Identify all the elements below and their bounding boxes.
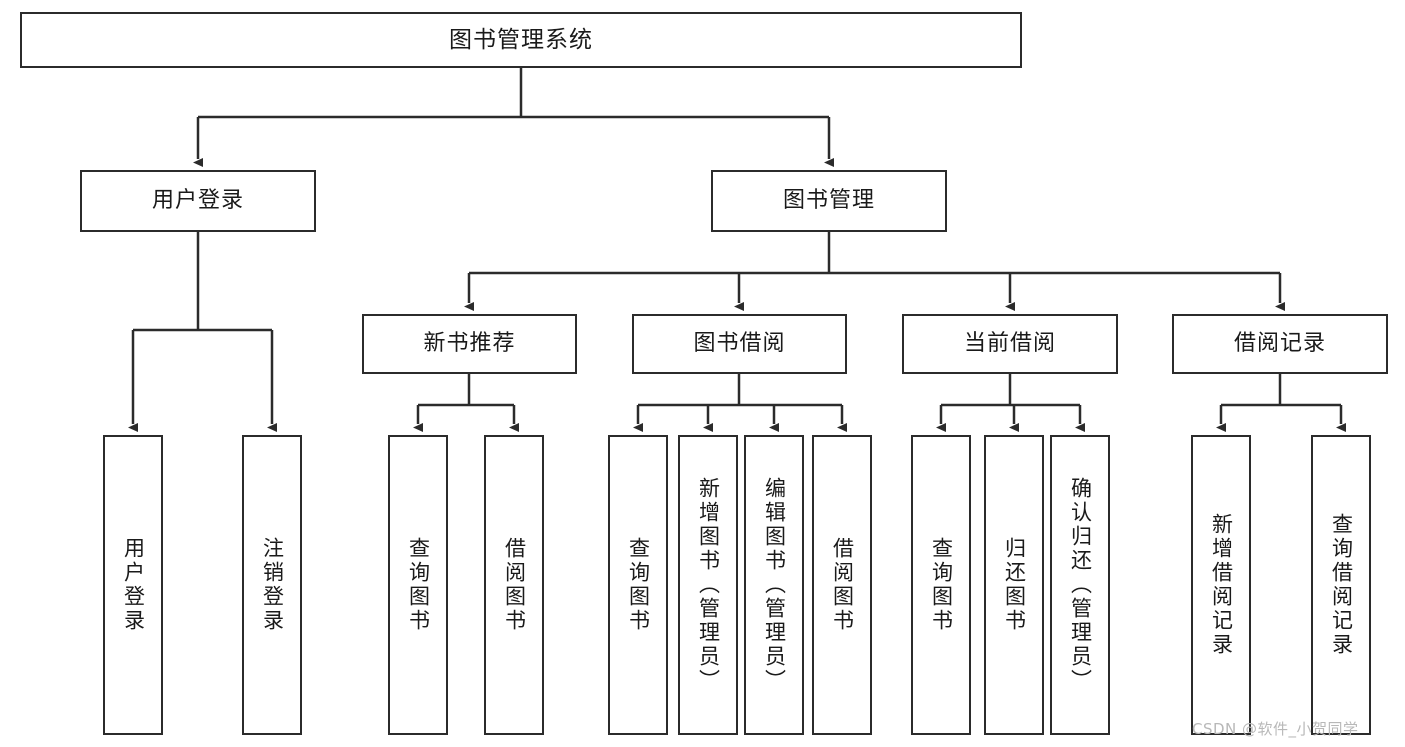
node-leaf-return-book[interactable]: 归还图书	[984, 435, 1044, 735]
node-leaf-borrow-book-1-label: 借阅图书	[502, 537, 527, 633]
node-leaf-add-record[interactable]: 新增借阅记录	[1191, 435, 1251, 735]
node-new-book-rec-label: 新书推荐	[423, 331, 516, 356]
node-leaf-query-book-1[interactable]: 查询图书	[388, 435, 448, 735]
node-leaf-borrow-book-2[interactable]: 借阅图书	[812, 435, 872, 735]
node-leaf-edit-book[interactable]: 编辑图书（管理员）	[744, 435, 804, 735]
node-leaf-add-record-label: 新增借阅记录	[1209, 513, 1234, 657]
node-leaf-query-book-2-label: 查询图书	[626, 537, 651, 633]
node-leaf-logout-label: 注销登录	[260, 537, 285, 633]
node-current-borrow[interactable]: 当前借阅	[902, 314, 1118, 374]
node-leaf-user-login[interactable]: 用户登录	[103, 435, 163, 735]
node-leaf-query-book-3[interactable]: 查询图书	[911, 435, 971, 735]
node-leaf-edit-book-label: 编辑图书（管理员）	[762, 477, 787, 693]
node-leaf-user-login-label: 用户登录	[121, 537, 146, 633]
node-book-manage-label: 图书管理	[782, 188, 875, 213]
node-book-borrow-label: 图书借阅	[693, 331, 786, 356]
node-leaf-logout[interactable]: 注销登录	[242, 435, 302, 735]
node-leaf-query-book-2[interactable]: 查询图书	[608, 435, 668, 735]
node-root-图书管理系统-label: 图书管理系统	[449, 26, 593, 53]
node-leaf-query-record[interactable]: 查询借阅记录	[1311, 435, 1371, 735]
node-leaf-query-record-label: 查询借阅记录	[1329, 513, 1354, 657]
node-leaf-confirm-return[interactable]: 确认归还（管理员）	[1050, 435, 1110, 735]
node-leaf-query-book-1-label: 查询图书	[406, 537, 431, 633]
node-leaf-add-book-label: 新增图书（管理员）	[696, 477, 721, 693]
node-user-login-label: 用户登录	[151, 188, 244, 213]
node-book-manage[interactable]: 图书管理	[711, 170, 947, 232]
node-borrow-record-label: 借阅记录	[1233, 331, 1326, 356]
node-leaf-return-book-label: 归还图书	[1002, 537, 1027, 633]
node-leaf-borrow-book-1[interactable]: 借阅图书	[484, 435, 544, 735]
node-root-图书管理系统[interactable]: 图书管理系统	[20, 12, 1022, 68]
node-book-borrow[interactable]: 图书借阅	[632, 314, 847, 374]
node-leaf-confirm-return-label: 确认归还（管理员）	[1068, 477, 1093, 693]
node-leaf-add-book[interactable]: 新增图书（管理员）	[678, 435, 738, 735]
node-new-book-rec[interactable]: 新书推荐	[362, 314, 577, 374]
node-current-borrow-label: 当前借阅	[963, 331, 1056, 356]
node-leaf-query-book-3-label: 查询图书	[929, 537, 954, 633]
node-borrow-record[interactable]: 借阅记录	[1172, 314, 1388, 374]
node-user-login[interactable]: 用户登录	[80, 170, 316, 232]
node-leaf-borrow-book-2-label: 借阅图书	[830, 537, 855, 633]
